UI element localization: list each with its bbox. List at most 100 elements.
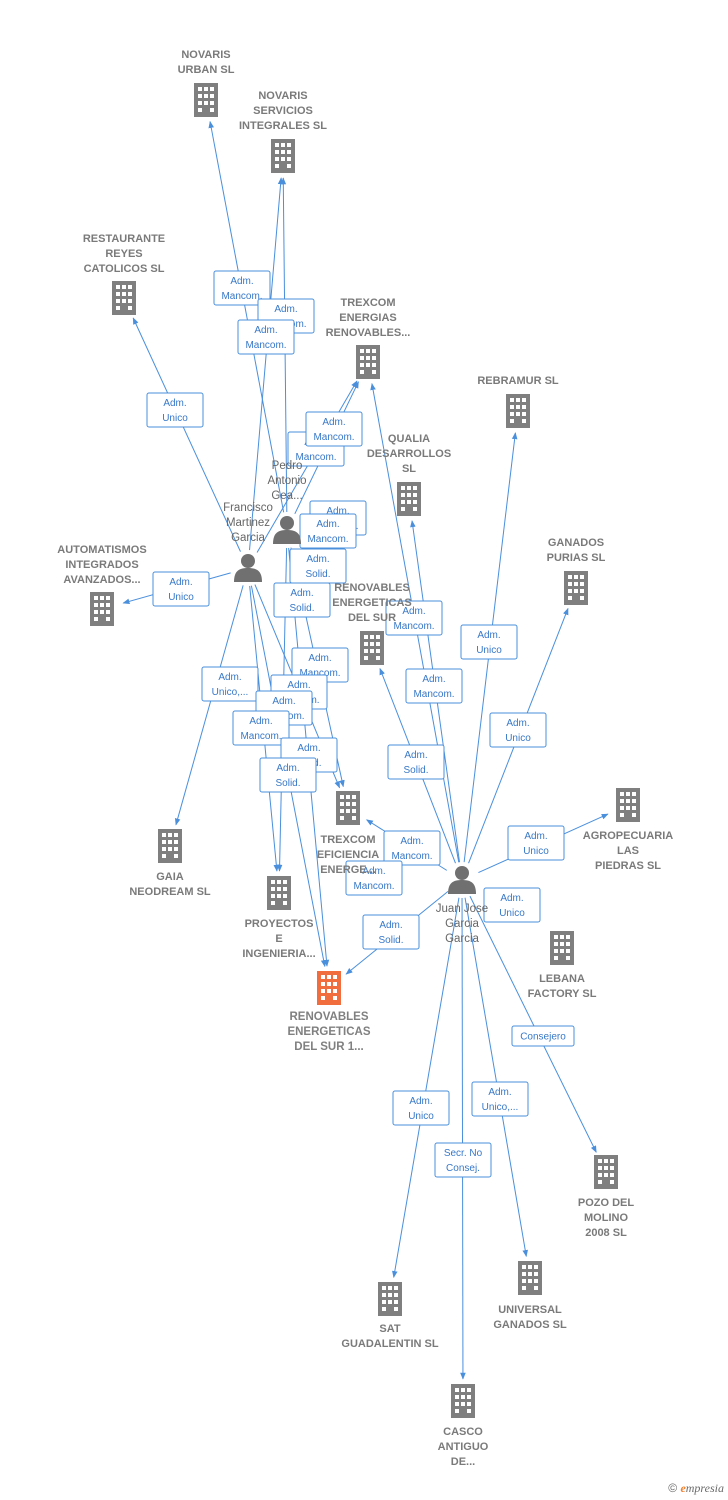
role-tag-text: Adm.	[326, 506, 349, 517]
company-name-label: GANADOS	[548, 537, 604, 549]
role-tag[interactable]: Adm.Mancom.	[385, 600, 443, 636]
company-name-label: RENOVABLES...	[326, 327, 411, 339]
empresia-logo: empresia	[680, 1481, 724, 1495]
company-name-label: CASCO	[443, 1426, 483, 1438]
role-tag[interactable]: Adm.Unico	[146, 392, 204, 428]
company-name-label: MOLINO	[584, 1212, 628, 1224]
role-tag[interactable]: Adm.Mancom.	[305, 411, 363, 447]
role-tag[interactable]: Adm.Mancom.	[232, 710, 290, 746]
role-tag-box	[383, 830, 441, 866]
company-node-automatismos[interactable]: AUTOMATISMOSINTEGRADOSAVANZADOS...	[57, 544, 147, 626]
role-tag[interactable]: Adm.Mancom.	[237, 319, 295, 355]
company-name-label: AUTOMATISMOS	[57, 544, 146, 556]
company-name-label: AGROPECUARIA	[583, 830, 674, 842]
company-node-proyectos[interactable]: PROYECTOSEINGENIERIA...	[242, 876, 316, 960]
company-name-label: ENERGETICAS	[332, 597, 411, 609]
role-tag-text: Adm.	[400, 836, 423, 847]
company-name-label: E	[275, 933, 282, 945]
role-tag[interactable]: Adm.Mancom.	[291, 647, 349, 683]
role-tag[interactable]: Adm.Unico,...	[201, 666, 259, 702]
role-tag[interactable]: Adm.Mancom.	[383, 830, 441, 866]
role-tag-text: Solid.	[305, 569, 330, 580]
role-tag[interactable]: Adm.Unico	[483, 887, 541, 923]
building-icon	[594, 1155, 618, 1189]
role-tag[interactable]: Adm.Unico	[152, 571, 210, 607]
role-tag[interactable]: Adm.Solid.	[387, 744, 445, 780]
role-tag-text: Adm.	[306, 554, 329, 565]
role-tag[interactable]: Adm. Solid.	[289, 548, 347, 584]
role-tag[interactable]: Adm.Solid.	[273, 582, 331, 618]
company-name-label: PURIAS SL	[547, 552, 606, 564]
role-tag[interactable]: Adm.Unico	[392, 1090, 450, 1126]
company-node-trexcom_ef[interactable]: TREXCOMEFICIENCIAENERGE...	[317, 791, 379, 876]
role-tag[interactable]: Adm.Unico	[460, 624, 518, 660]
role-tag[interactable]: Adm.Unico	[489, 712, 547, 748]
role-tag[interactable]: Consejero	[511, 1025, 575, 1047]
role-tag-text: Mancom.	[295, 452, 336, 463]
person-name-label: Antonio	[267, 475, 306, 487]
role-tag-text: Adm.	[404, 750, 427, 761]
company-name-label: PROYECTOS	[245, 918, 314, 930]
role-tag-text: Unico	[476, 645, 502, 656]
role-tag[interactable]: Adm.Mancom.	[299, 513, 357, 549]
company-name-label: RENOVABLES	[289, 1011, 368, 1023]
company-node-trexcom_ren[interactable]: TREXCOMENERGIASRENOVABLES...	[326, 297, 411, 379]
company-name-label: TREXCOM	[341, 297, 396, 309]
role-tag[interactable]: Adm.Mancom.	[213, 270, 271, 306]
role-tag-text: Adm.	[524, 831, 547, 842]
role-tag-text: Solid.	[289, 603, 314, 614]
company-name-label: QUALIA	[388, 433, 430, 445]
role-tag-box	[392, 1090, 450, 1126]
company-name-label: SL	[402, 463, 416, 475]
company-name-label: CATOLICOS SL	[84, 263, 165, 275]
role-tag[interactable]: Adm.Solid.	[362, 914, 420, 950]
role-tag-text: Adm.	[506, 718, 529, 729]
role-tag[interactable]: Adm.Mancom.	[405, 668, 463, 704]
edge-juan-to-sat	[392, 897, 460, 1279]
person-node-pedro[interactable]: PedroAntonioGea...	[267, 460, 307, 544]
building-icon	[564, 571, 588, 605]
role-tag-text: Mancom.	[240, 731, 281, 742]
role-tag[interactable]: Adm.Mancom.	[345, 860, 403, 896]
role-tag-text: Solid.	[275, 778, 300, 789]
role-tag-text: Mancom.	[393, 621, 434, 632]
building-icon	[317, 971, 341, 1005]
role-tag-box	[434, 1142, 492, 1178]
role-tag[interactable]: Adm.Solid.	[259, 757, 317, 793]
role-tag-box	[201, 666, 259, 702]
company-node-rebramur[interactable]: REBRAMUR SL	[477, 375, 559, 428]
role-tag-text: Mancom.	[307, 534, 348, 545]
building-icon	[356, 345, 380, 379]
company-name-label: INTEGRADOS	[65, 559, 138, 571]
company-node-casco[interactable]: CASCOANTIGUODE...	[438, 1384, 489, 1468]
role-tag-text: Unico,...	[482, 1102, 519, 1113]
role-tag[interactable]: Adm.Unico,...	[471, 1081, 529, 1117]
footer-brand: © empresia	[668, 1481, 724, 1496]
role-tag-box	[146, 392, 204, 428]
role-tag-text: Adm.	[379, 920, 402, 931]
role-tag[interactable]: Adm.Unico	[507, 825, 565, 861]
company-node-ganados[interactable]: GANADOS PURIAS SL	[547, 537, 606, 605]
company-name-label: LAS	[617, 845, 639, 857]
person-name-label: Gea...	[271, 490, 302, 502]
company-name-label: REYES	[105, 248, 142, 260]
company-name-label: ENERGETICAS	[287, 1026, 370, 1038]
role-tag-text: Unico	[162, 413, 188, 424]
edge-francisco-to-novaris_serv	[249, 177, 284, 551]
role-tag-text: Mancom.	[313, 432, 354, 443]
